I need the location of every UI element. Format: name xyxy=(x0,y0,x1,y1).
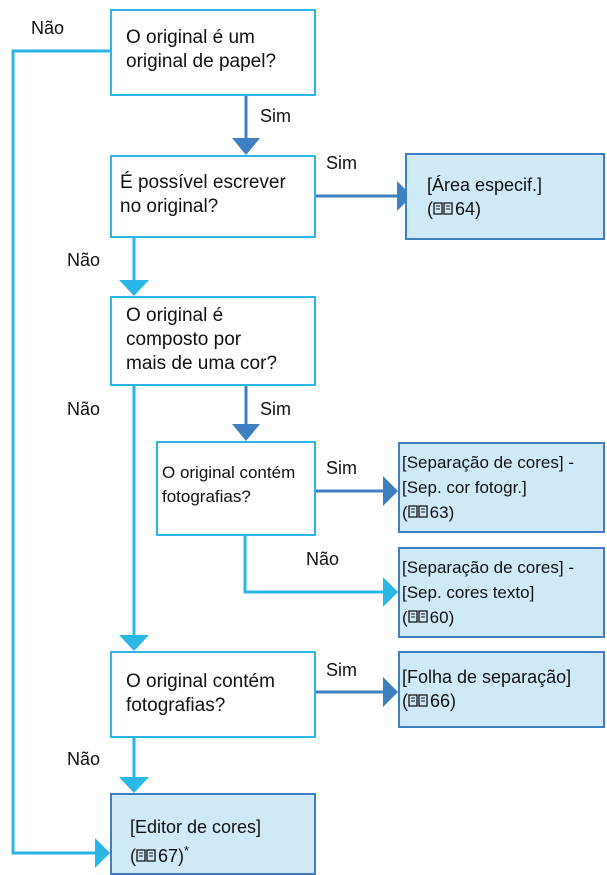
book-icon xyxy=(408,694,428,707)
box-line: fotografias? xyxy=(126,695,226,716)
decision-photos-2: O original contém fotografias? xyxy=(110,651,316,738)
result-editor-cores: [Editor de cores] (67)* xyxy=(110,793,316,875)
label-sim-q4: Sim xyxy=(326,458,357,478)
arrow-head xyxy=(95,838,110,868)
box-line: [Área especif.] xyxy=(427,175,543,195)
label-nao-q4: Não xyxy=(306,549,340,569)
paren: ( xyxy=(402,503,408,522)
box-line: no original? xyxy=(120,196,219,217)
decision-paper-original: O original é um original de papel? xyxy=(110,9,316,96)
decision-multi-color: O original é composto por mais de uma co… xyxy=(110,296,316,386)
page-reference: (66) xyxy=(402,689,603,713)
box-line: composto por xyxy=(126,329,242,350)
page-number: 60) xyxy=(429,608,455,627)
box-line: O original contém xyxy=(162,463,296,482)
decision-can-write: É possível escrever no original? xyxy=(110,155,316,238)
book-icon xyxy=(136,849,156,862)
book-icon xyxy=(408,505,428,518)
decision-photos-1: O original contém fotografias? xyxy=(156,441,316,536)
arrow-head xyxy=(383,577,398,607)
label-sim-q5: Sim xyxy=(326,660,357,680)
box-line: fotografias? xyxy=(162,487,251,506)
page-reference: (63) xyxy=(402,500,603,525)
box-line: O original contém xyxy=(126,671,275,692)
box-line: [Editor de cores] xyxy=(130,817,262,837)
page-number: 63) xyxy=(429,503,455,522)
paren: ( xyxy=(427,199,433,219)
box-line: mais de uma cor? xyxy=(126,353,278,374)
box-line: [Separação de cores] - xyxy=(402,558,574,577)
label-sim-q2: Sim xyxy=(326,153,357,173)
book-icon xyxy=(433,202,453,215)
book-icon xyxy=(408,610,428,623)
label-sim-q1: Sim xyxy=(260,106,291,126)
box-line: [Separação de cores] - xyxy=(402,453,574,472)
box-line: [Sep. cores texto] xyxy=(402,583,535,602)
arrow-head xyxy=(119,777,149,793)
page-reference: (60) xyxy=(402,605,603,630)
arrow-head xyxy=(383,677,398,707)
label-nao-q2: Não xyxy=(67,250,101,270)
box-line: É possível escrever xyxy=(120,172,286,193)
page-number: 64) xyxy=(455,199,482,219)
page-number: 66) xyxy=(430,691,457,711)
page-reference: (64) xyxy=(427,197,603,221)
box-line: [Folha de separação] xyxy=(402,667,572,687)
paren: ( xyxy=(402,608,408,627)
label-nao-q3: Não xyxy=(67,399,101,419)
box-line: [Sep. cor fotogr.] xyxy=(402,478,527,497)
arrow-head xyxy=(383,476,398,506)
arrow-head xyxy=(397,181,412,211)
page-reference: (67)* xyxy=(130,839,314,868)
paren: ( xyxy=(130,846,136,866)
arrow-head xyxy=(232,138,260,155)
footnote-mark: * xyxy=(184,843,190,858)
connector-q1-no xyxy=(11,49,110,855)
result-folha-separacao: [Folha de separação] (66) xyxy=(398,651,605,728)
result-sep-cores-texto: [Separação de cores] - [Sep. cores texto… xyxy=(398,547,605,638)
paren: ( xyxy=(402,691,408,711)
arrow-head xyxy=(232,424,260,441)
box-line: original de papel? xyxy=(126,51,277,72)
label-nao-q1: Não xyxy=(31,18,65,38)
result-area-especif: [Área especif.] (64) xyxy=(405,153,605,240)
arrow-head xyxy=(119,635,149,651)
box-line: O original é xyxy=(126,305,224,326)
label-nao-q5: Não xyxy=(67,749,101,769)
arrow-head xyxy=(119,280,149,296)
box-line: O original é um xyxy=(126,27,255,48)
label-sim-q3: Sim xyxy=(260,399,291,419)
page-number: 67) xyxy=(158,846,185,866)
result-sep-cor-fotogr: [Separação de cores] - [Sep. cor fotogr.… xyxy=(398,442,605,533)
